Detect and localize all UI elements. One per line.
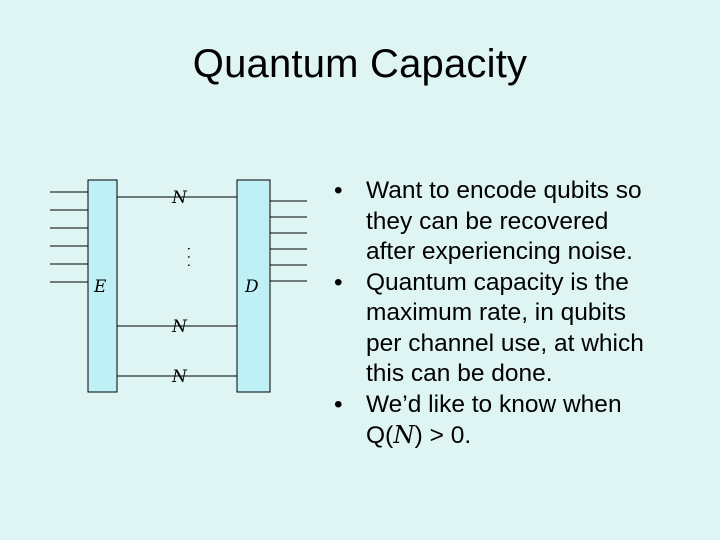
encoder-label: E: [93, 277, 107, 297]
encoder-box: [87, 179, 118, 393]
formula-suffix: ) > 0.: [414, 422, 472, 449]
wires: [50, 191, 307, 377]
bullet-line: this can be done.: [366, 360, 553, 387]
quantum-circuit-diagram: E D N N N · · ·: [50, 179, 307, 393]
bullet-marker: •: [334, 390, 343, 418]
bullet-line: We’d like to know when: [366, 390, 622, 418]
bullet-item: • Want to encode qubits so they can be r…: [334, 176, 706, 268]
bullet-line: they can be recovered: [366, 207, 609, 235]
bullet-line: maximum rate, in qubits: [366, 299, 627, 326]
vertical-ellipsis: · · ·: [180, 247, 195, 268]
decoder-label: D: [244, 277, 259, 297]
bullet-line: Want to encode qubits so: [366, 177, 642, 204]
bullet-line: per channel use, at which: [366, 329, 644, 357]
capacity-formula: Q(N) > 0.: [366, 420, 472, 449]
bullet-list: • Want to encode qubits so they can be r…: [334, 176, 706, 452]
slide-title: Quantum Capacity: [192, 42, 528, 86]
bullet-item: • Quantum capacity is the maximum rate, …: [334, 268, 706, 390]
bullet-line: Quantum capacity is the: [366, 268, 629, 296]
bullet-marker: •: [334, 268, 343, 296]
bullet-marker: •: [334, 177, 343, 204]
formula-prefix: Q(: [366, 422, 394, 449]
bullet-line: after experiencing noise.: [366, 238, 633, 265]
channel-label: N: [171, 317, 188, 337]
channel-label: N: [171, 367, 188, 387]
decoder-box: [236, 179, 271, 393]
channel-label: N: [171, 188, 188, 208]
bullet-item: • We’d like to know when Q(N) > 0.: [334, 390, 706, 452]
channel-symbol: N: [393, 420, 415, 449]
